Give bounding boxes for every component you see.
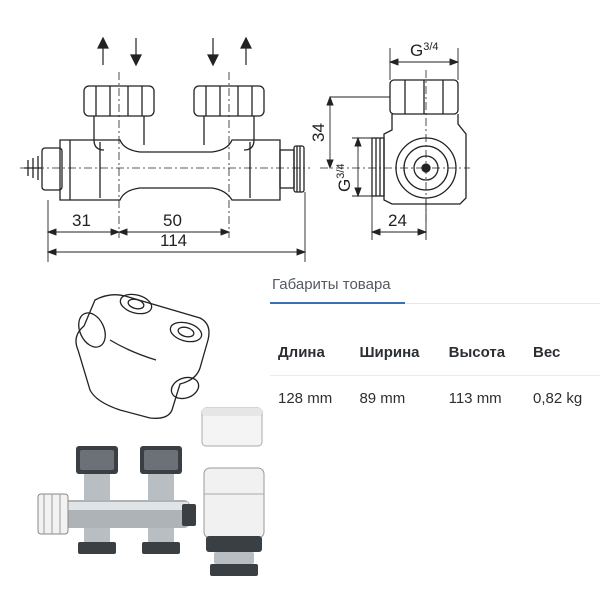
dim-31: 31: [72, 211, 91, 230]
specs-panel: Габариты товара Длина Ширина Высота Вес …: [270, 272, 600, 422]
dim-thread-side: G3/4: [335, 163, 354, 192]
title-underline: [270, 302, 405, 304]
divider: [270, 303, 600, 304]
side-view-drawing: [320, 48, 470, 240]
header-length: Длина: [270, 334, 352, 376]
value-length: 128 mm: [278, 390, 333, 407]
specs-panel-title: Габариты товара: [272, 276, 391, 293]
header-height: Высота: [440, 334, 526, 376]
specs-values-row: 128 mm 89 mm 113 mm 0,82 kg: [270, 376, 600, 416]
dim-thread-top: G3/4: [410, 41, 439, 60]
isometric-sketch: [75, 293, 210, 419]
dim-114: 114: [160, 231, 187, 250]
specs-header-row: Длина Ширина Высота Вес: [270, 334, 600, 376]
specs-table: Длина Ширина Высота Вес 128 mm 89 mm 113…: [270, 334, 600, 415]
product-photo: [37, 407, 265, 576]
dim-50: 50: [163, 211, 182, 230]
dim-34: 34: [309, 123, 328, 142]
value-width: 89 mm: [359, 390, 406, 407]
value-height: 113 mm: [448, 390, 502, 407]
header-weight: Вес: [525, 334, 600, 376]
header-width: Ширина: [351, 334, 441, 376]
front-view-drawing: [20, 36, 310, 262]
flow-arrows: [97, 36, 252, 67]
dim-24: 24: [388, 211, 407, 230]
value-weight: 0,82 kg: [533, 390, 583, 407]
